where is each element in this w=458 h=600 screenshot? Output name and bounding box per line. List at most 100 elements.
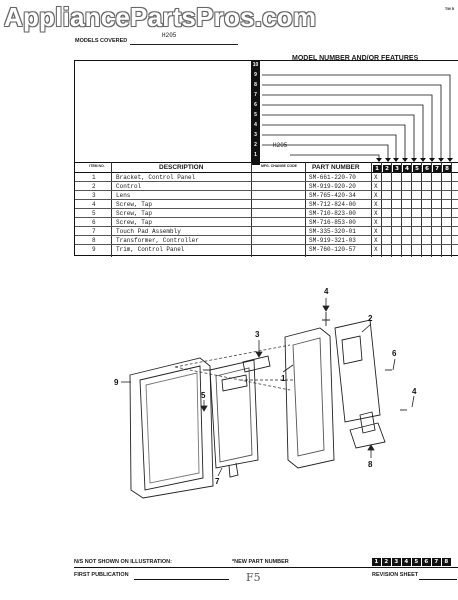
model-entry: H205 (273, 142, 288, 149)
item-description: Lens (116, 192, 131, 199)
model-col-header: 3 (393, 165, 401, 173)
table-row: 6 Screw, Tap SM-716-853-00 X (75, 218, 458, 227)
part-number: SM-335-320-01 (309, 228, 356, 235)
table-row: 1 Bracket, Control Panel SM-661-220-70 X (75, 173, 458, 182)
col-divider (371, 162, 372, 257)
item-number: 7 (92, 228, 96, 235)
models-covered-label: MODELS COVERED (75, 38, 128, 44)
callout-4-right: 4 (412, 387, 417, 396)
model-slot: 4 (254, 122, 257, 128)
model-mark: X (374, 210, 378, 217)
col-divider (391, 162, 392, 257)
model-col-header: 8 (443, 165, 451, 173)
new-part-label: *NEW PART NUMBER (232, 559, 289, 565)
callout-1: 1 (281, 374, 286, 383)
model-slot: 3 (254, 132, 257, 138)
model-slot: 9 (254, 72, 257, 78)
part-number: SM-765-420-34 (309, 192, 356, 199)
col-divider (401, 162, 402, 257)
part-number: SM-712-824-00 (309, 201, 356, 208)
callout-2: 2 (368, 314, 373, 323)
model-leader-lines (262, 74, 453, 162)
table-row: 4 Screw, Tap SM-712-824-00 X (75, 200, 458, 209)
model-slot: 10 (252, 62, 259, 68)
footer-model-header: 5 (412, 558, 421, 566)
item-number: 5 (92, 210, 96, 217)
item-number: 4 (92, 201, 96, 208)
item-description: Screw, Tap (116, 201, 153, 208)
model-slot: 2 (254, 142, 257, 148)
callout-4-top: 4 (324, 287, 329, 296)
models-covered-line (130, 44, 238, 45)
item-number: 8 (92, 237, 96, 244)
model-mark: X (374, 228, 378, 235)
exploded-diagram: 1 2 3 4 4 5 6 7 8 9 (114, 287, 417, 499)
callout-5: 5 (201, 391, 206, 400)
footer-model-header: 7 (432, 558, 441, 566)
col-divider (111, 162, 112, 257)
item-description: Screw, Tap (116, 210, 153, 217)
model-mark: X (374, 201, 378, 208)
ns-label: N/S NOT SHOWN ON ILLUSTRATION: (74, 559, 172, 565)
model-mark: X (374, 219, 378, 226)
model-slot: 5 (254, 112, 257, 118)
footer-model-header: 1 (372, 558, 381, 566)
callout-7: 7 (215, 477, 220, 486)
model-slot: 1 (254, 152, 257, 158)
model-slot: 7 (254, 92, 257, 98)
col-part-header: PART NUMBER (312, 164, 360, 171)
table-row: 8 Transformer, Controller SM-919-321-03 … (75, 236, 458, 245)
callout-8: 8 (368, 460, 373, 469)
features-title: MODEL NUMBER AND/OR FEATURES (292, 55, 419, 62)
watermark: AppliancePartsPros.com (4, 2, 317, 32)
part-number: SM-919-920-20 (309, 183, 356, 190)
footer-model-header: 8 (442, 558, 451, 566)
item-description: Trim, Control Panel (116, 246, 185, 253)
callout-6: 6 (392, 349, 397, 358)
callout-9: 9 (114, 378, 119, 387)
item-description: Touch Pad Assembly (116, 228, 181, 235)
col-divider (431, 162, 432, 257)
col-divider (421, 162, 422, 257)
model-mark: X (374, 246, 378, 253)
revision-label: REVISION SHEET (372, 572, 419, 578)
col-divider (305, 162, 306, 257)
part-number: SM-760-120-57 (309, 246, 356, 253)
model-mark: X (374, 192, 378, 199)
col-divider (451, 162, 452, 257)
first-publication-line (134, 579, 229, 580)
col-divider (381, 162, 382, 257)
item-number: 3 (92, 192, 96, 199)
model-col-header: 5 (413, 165, 421, 173)
model-slot: 8 (254, 82, 257, 88)
model-slot-column: 10 9 8 7 6 5 4 3 2 1 (251, 61, 260, 165)
item-description: Control (116, 183, 142, 190)
footer-rule (74, 567, 458, 568)
first-publication-label: FIRST PUBLICATION (74, 572, 129, 578)
table-row: 5 Screw, Tap SM-710-823-00 X (75, 209, 458, 218)
callout-3: 3 (255, 330, 260, 339)
models-covered-value: H205 (162, 32, 177, 39)
item-number: 6 (92, 219, 96, 226)
parts-table: 10 9 8 7 6 5 4 3 2 1 H205 (74, 60, 458, 257)
handwritten-mark: F5 (246, 571, 261, 584)
footer-model-header: 2 (382, 558, 391, 566)
table-row: 7 Touch Pad Assembly SM-335-320-01 X (75, 227, 458, 236)
model-col-header: 6 (423, 165, 431, 173)
model-col-header: 4 (403, 165, 411, 173)
part-number: SM-716-853-00 (309, 219, 356, 226)
table-row: 3 Lens SM-765-420-34 X (75, 191, 458, 200)
col-mfg-header: MFG. CHANGE CODE (261, 164, 297, 168)
col-divider (411, 162, 412, 257)
corner-tag: TM 5 (444, 6, 454, 11)
part-number: SM-661-220-70 (309, 174, 356, 181)
footer-model-header: 4 (402, 558, 411, 566)
col-description-header: DESCRIPTION (159, 164, 204, 171)
model-col-header: 7 (433, 165, 441, 173)
item-number: 1 (92, 174, 96, 181)
item-description: Transformer, Controller (116, 237, 199, 244)
model-col-header: 2 (383, 165, 391, 173)
table-row: 2 Control SM-919-920-20 X (75, 182, 458, 191)
footer: N/S NOT SHOWN ON ILLUSTRATION: *NEW PART… (74, 558, 458, 596)
model-col-header: 1 (373, 165, 381, 173)
